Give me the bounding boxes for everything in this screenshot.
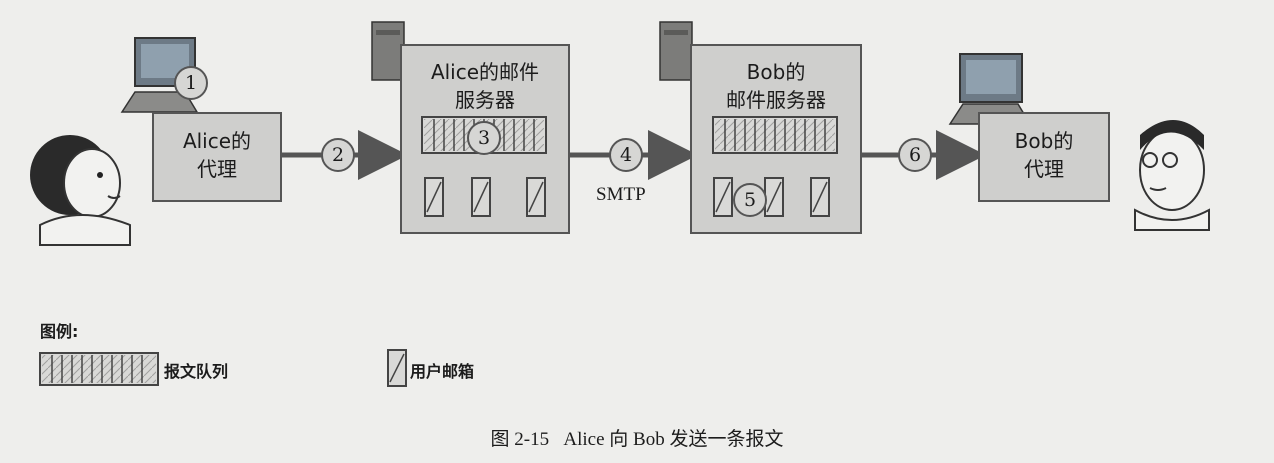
alice-mailbox <box>424 177 444 217</box>
step-4-badge: 4 <box>609 138 643 172</box>
step-6-badge: 6 <box>898 138 932 172</box>
bob-message-queue <box>712 116 838 154</box>
alice-mailbox <box>471 177 491 217</box>
bob-agent-box <box>978 112 1110 202</box>
legend-mailbox-symbol <box>387 349 407 387</box>
step-3-badge: 3 <box>467 121 501 155</box>
step-2-badge: 2 <box>321 138 355 172</box>
bob-mailbox <box>713 177 733 217</box>
step-5-badge: 5 <box>733 183 767 217</box>
bob-person-icon <box>1134 120 1210 231</box>
alice-mailbox <box>526 177 546 217</box>
protocol-label: SMTP <box>596 184 646 205</box>
bob-agent-label: Bob的 代理 <box>1014 129 1074 181</box>
bob-computer-icon <box>948 53 1032 125</box>
legend-queue-symbol <box>39 352 159 386</box>
alice-person-icon <box>30 135 131 246</box>
bob-mailbox <box>764 177 784 217</box>
legend-mailbox-label: 用户邮箱 <box>410 362 475 381</box>
alice-server-icon <box>371 21 405 81</box>
bob-server-icon <box>659 21 693 81</box>
alice-server-label: Alice的邮件 服务器 <box>430 60 540 112</box>
alice-agent-box <box>152 112 282 202</box>
alice-agent-label: Alice的 代理 <box>182 129 252 181</box>
figure-caption: 图 2-15 Alice 向 Bob 发送一条报文 <box>490 429 784 450</box>
step-1-badge: 1 <box>174 66 208 100</box>
bob-mailbox <box>810 177 830 217</box>
legend-queue-label: 报文队列 <box>164 362 229 381</box>
bob-server-label: Bob的 邮件服务器 <box>726 60 826 112</box>
legend-title: 图例: <box>40 322 79 341</box>
